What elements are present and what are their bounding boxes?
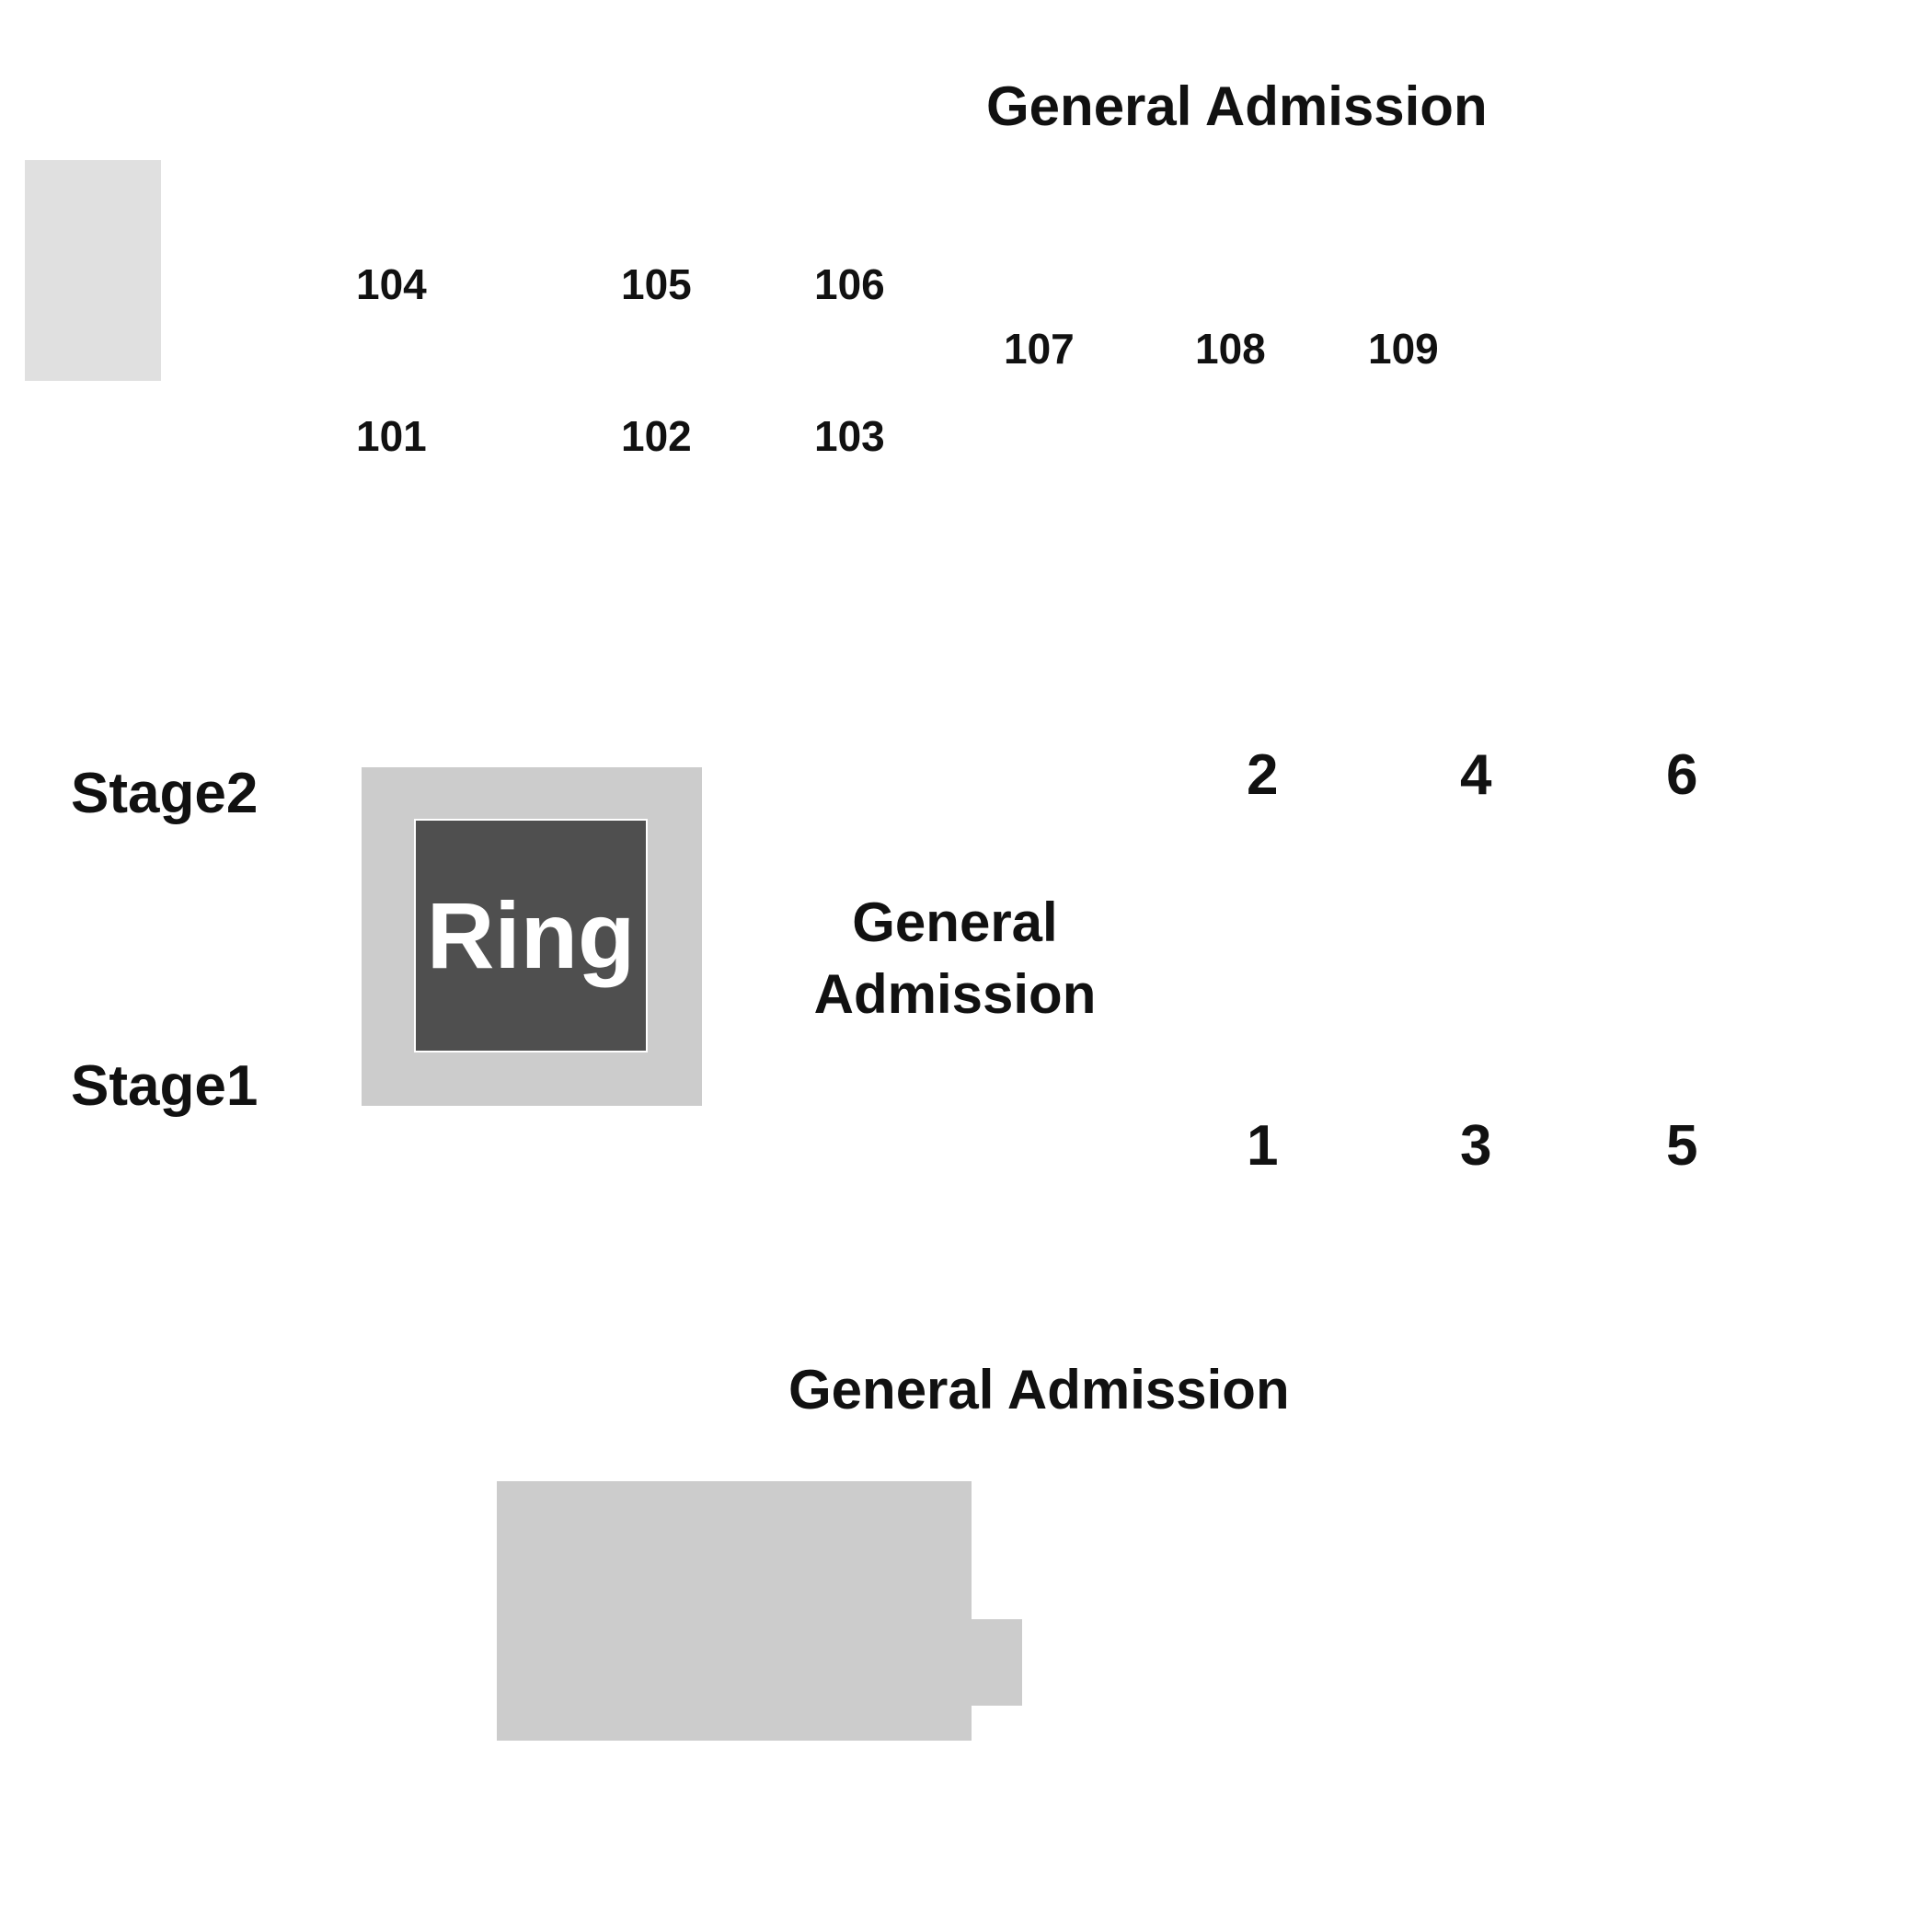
section-101[interactable]: 101 (356, 412, 427, 460)
stage2-label[interactable]: Stage2 (71, 762, 259, 825)
section-103[interactable]: 103 (814, 412, 885, 460)
section-106[interactable]: 106 (814, 260, 885, 308)
general-admission-center-label[interactable]: General Admission (789, 887, 1121, 1030)
section-1[interactable]: 1 (1247, 1114, 1279, 1178)
section-6[interactable]: 6 (1666, 743, 1698, 807)
general-admission-center-line2: Admission (813, 963, 1097, 1025)
stage1-label[interactable]: Stage1 (71, 1054, 259, 1118)
top-left-seating-block[interactable] (25, 160, 161, 381)
section-2[interactable]: 2 (1247, 743, 1279, 807)
section-102[interactable]: 102 (621, 412, 692, 460)
section-104[interactable]: 104 (356, 260, 427, 308)
general-admission-top-label[interactable]: General Admission (986, 75, 1488, 137)
bottom-seating-block-tab (969, 1619, 1022, 1706)
section-5[interactable]: 5 (1666, 1114, 1698, 1178)
ring-label: Ring (426, 883, 636, 988)
general-admission-center-line1: General (852, 891, 1058, 953)
section-3[interactable]: 3 (1460, 1114, 1492, 1178)
section-4[interactable]: 4 (1460, 743, 1492, 807)
section-107[interactable]: 107 (1004, 325, 1075, 373)
section-109[interactable]: 109 (1368, 325, 1439, 373)
bottom-seating-block[interactable] (497, 1481, 972, 1741)
section-105[interactable]: 105 (621, 260, 692, 308)
general-admission-bottom-label[interactable]: General Admission (788, 1359, 1290, 1420)
ring-area[interactable]: Ring (414, 819, 648, 1052)
section-108[interactable]: 108 (1195, 325, 1266, 373)
